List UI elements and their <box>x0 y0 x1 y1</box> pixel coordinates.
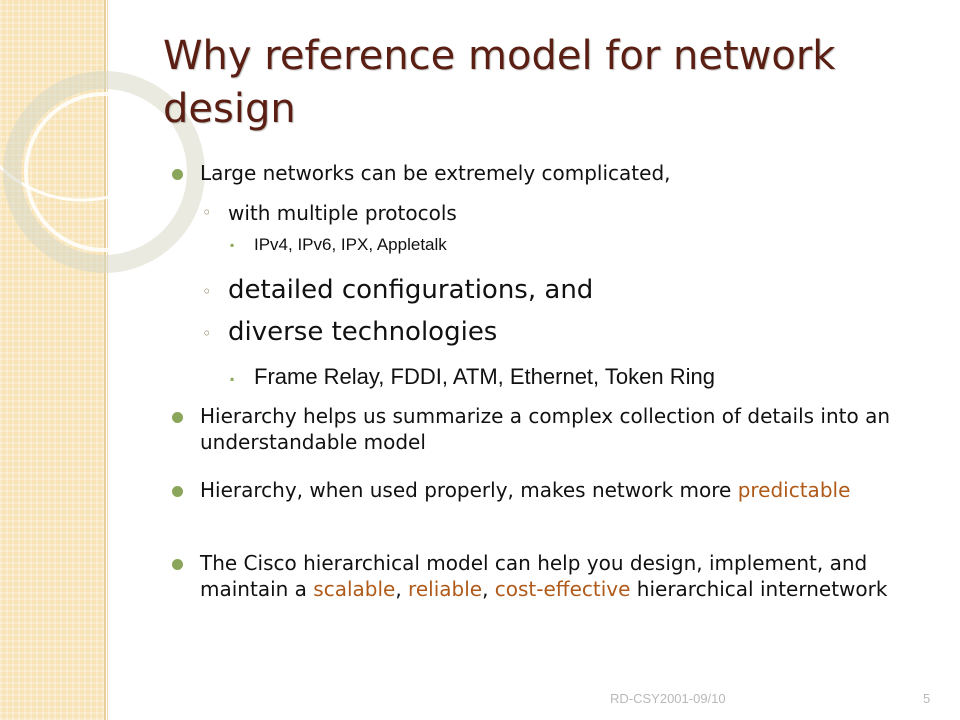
sub-sub-bullet-item: ▪ Frame Relay, FDDI, ATM, Ethernet, Toke… <box>150 363 940 391</box>
sub-bullet-item: ◦ detailed configurations, and <box>150 273 940 307</box>
decorative-ring-medium <box>3 71 205 273</box>
sub-sub-bullet-item: ▪ IPv4, IPv6, IPX, Appletalk <box>150 234 940 256</box>
small-square-bullet-icon: ▪ <box>230 372 235 386</box>
bullet-dot-icon <box>172 169 183 180</box>
highlight-predictable: predictable <box>737 478 851 502</box>
bullet-dot-icon <box>172 486 183 497</box>
sub-sub-bullet-text: Frame Relay, FDDI, ATM, Ethernet, Token … <box>254 364 715 389</box>
bullet-text: Hierarchy helps us summarize a complex c… <box>200 404 891 454</box>
bullet-dot-icon <box>172 559 183 570</box>
sidebar-divider-thin <box>107 0 108 720</box>
small-square-bullet-icon: ▪ <box>230 238 235 252</box>
sub-sub-bullet-text: IPv4, IPv6, IPX, Appletalk <box>254 235 447 254</box>
sub-bullet-text: detailed configurations, and <box>228 275 594 305</box>
ring-bullet-icon: ◦ <box>202 324 212 343</box>
sub-bullet-text: with multiple protocols <box>228 201 457 225</box>
page-number: 5 <box>923 691 931 706</box>
sub-bullet-item: ◦ diverse technologies <box>150 315 940 349</box>
bullet-item: Hierarchy, when used properly, makes net… <box>150 477 940 503</box>
highlight-scalable: scalable <box>313 577 396 601</box>
decorative-ring-large <box>0 0 202 202</box>
sidebar-divider <box>104 0 106 720</box>
bullet-text: Hierarchy, when used properly, makes net… <box>200 478 732 502</box>
bullet-text: The Cisco hierarchical model can help yo… <box>200 551 868 601</box>
sub-bullet-item: ◦ with multiple protocols <box>150 200 940 226</box>
bullet-text: Large networks can be extremely complica… <box>200 161 671 185</box>
slide-footer: RD-CSY2001-09/10 <box>610 691 726 706</box>
ring-bullet-icon: ◦ <box>202 203 212 222</box>
separator-text: , <box>395 577 402 601</box>
separator-text: , <box>482 577 489 601</box>
bullet-item: Hierarchy helps us summarize a complex c… <box>150 403 940 455</box>
highlight-reliable: reliable <box>408 577 483 601</box>
ring-bullet-icon: ◦ <box>202 282 212 301</box>
bullet-dot-icon <box>172 412 183 423</box>
sub-bullet-text: diverse technologies <box>228 317 498 347</box>
bullet-item: The Cisco hierarchical model can help yo… <box>150 550 940 602</box>
bullet-item: Large networks can be extremely complica… <box>150 160 940 186</box>
decorative-sidebar <box>0 0 104 720</box>
slide-title: Why reference model for network design <box>163 33 836 132</box>
highlight-cost-effective: cost-effective <box>494 577 631 601</box>
bullet-text: hierarchical internetwork <box>636 577 888 601</box>
